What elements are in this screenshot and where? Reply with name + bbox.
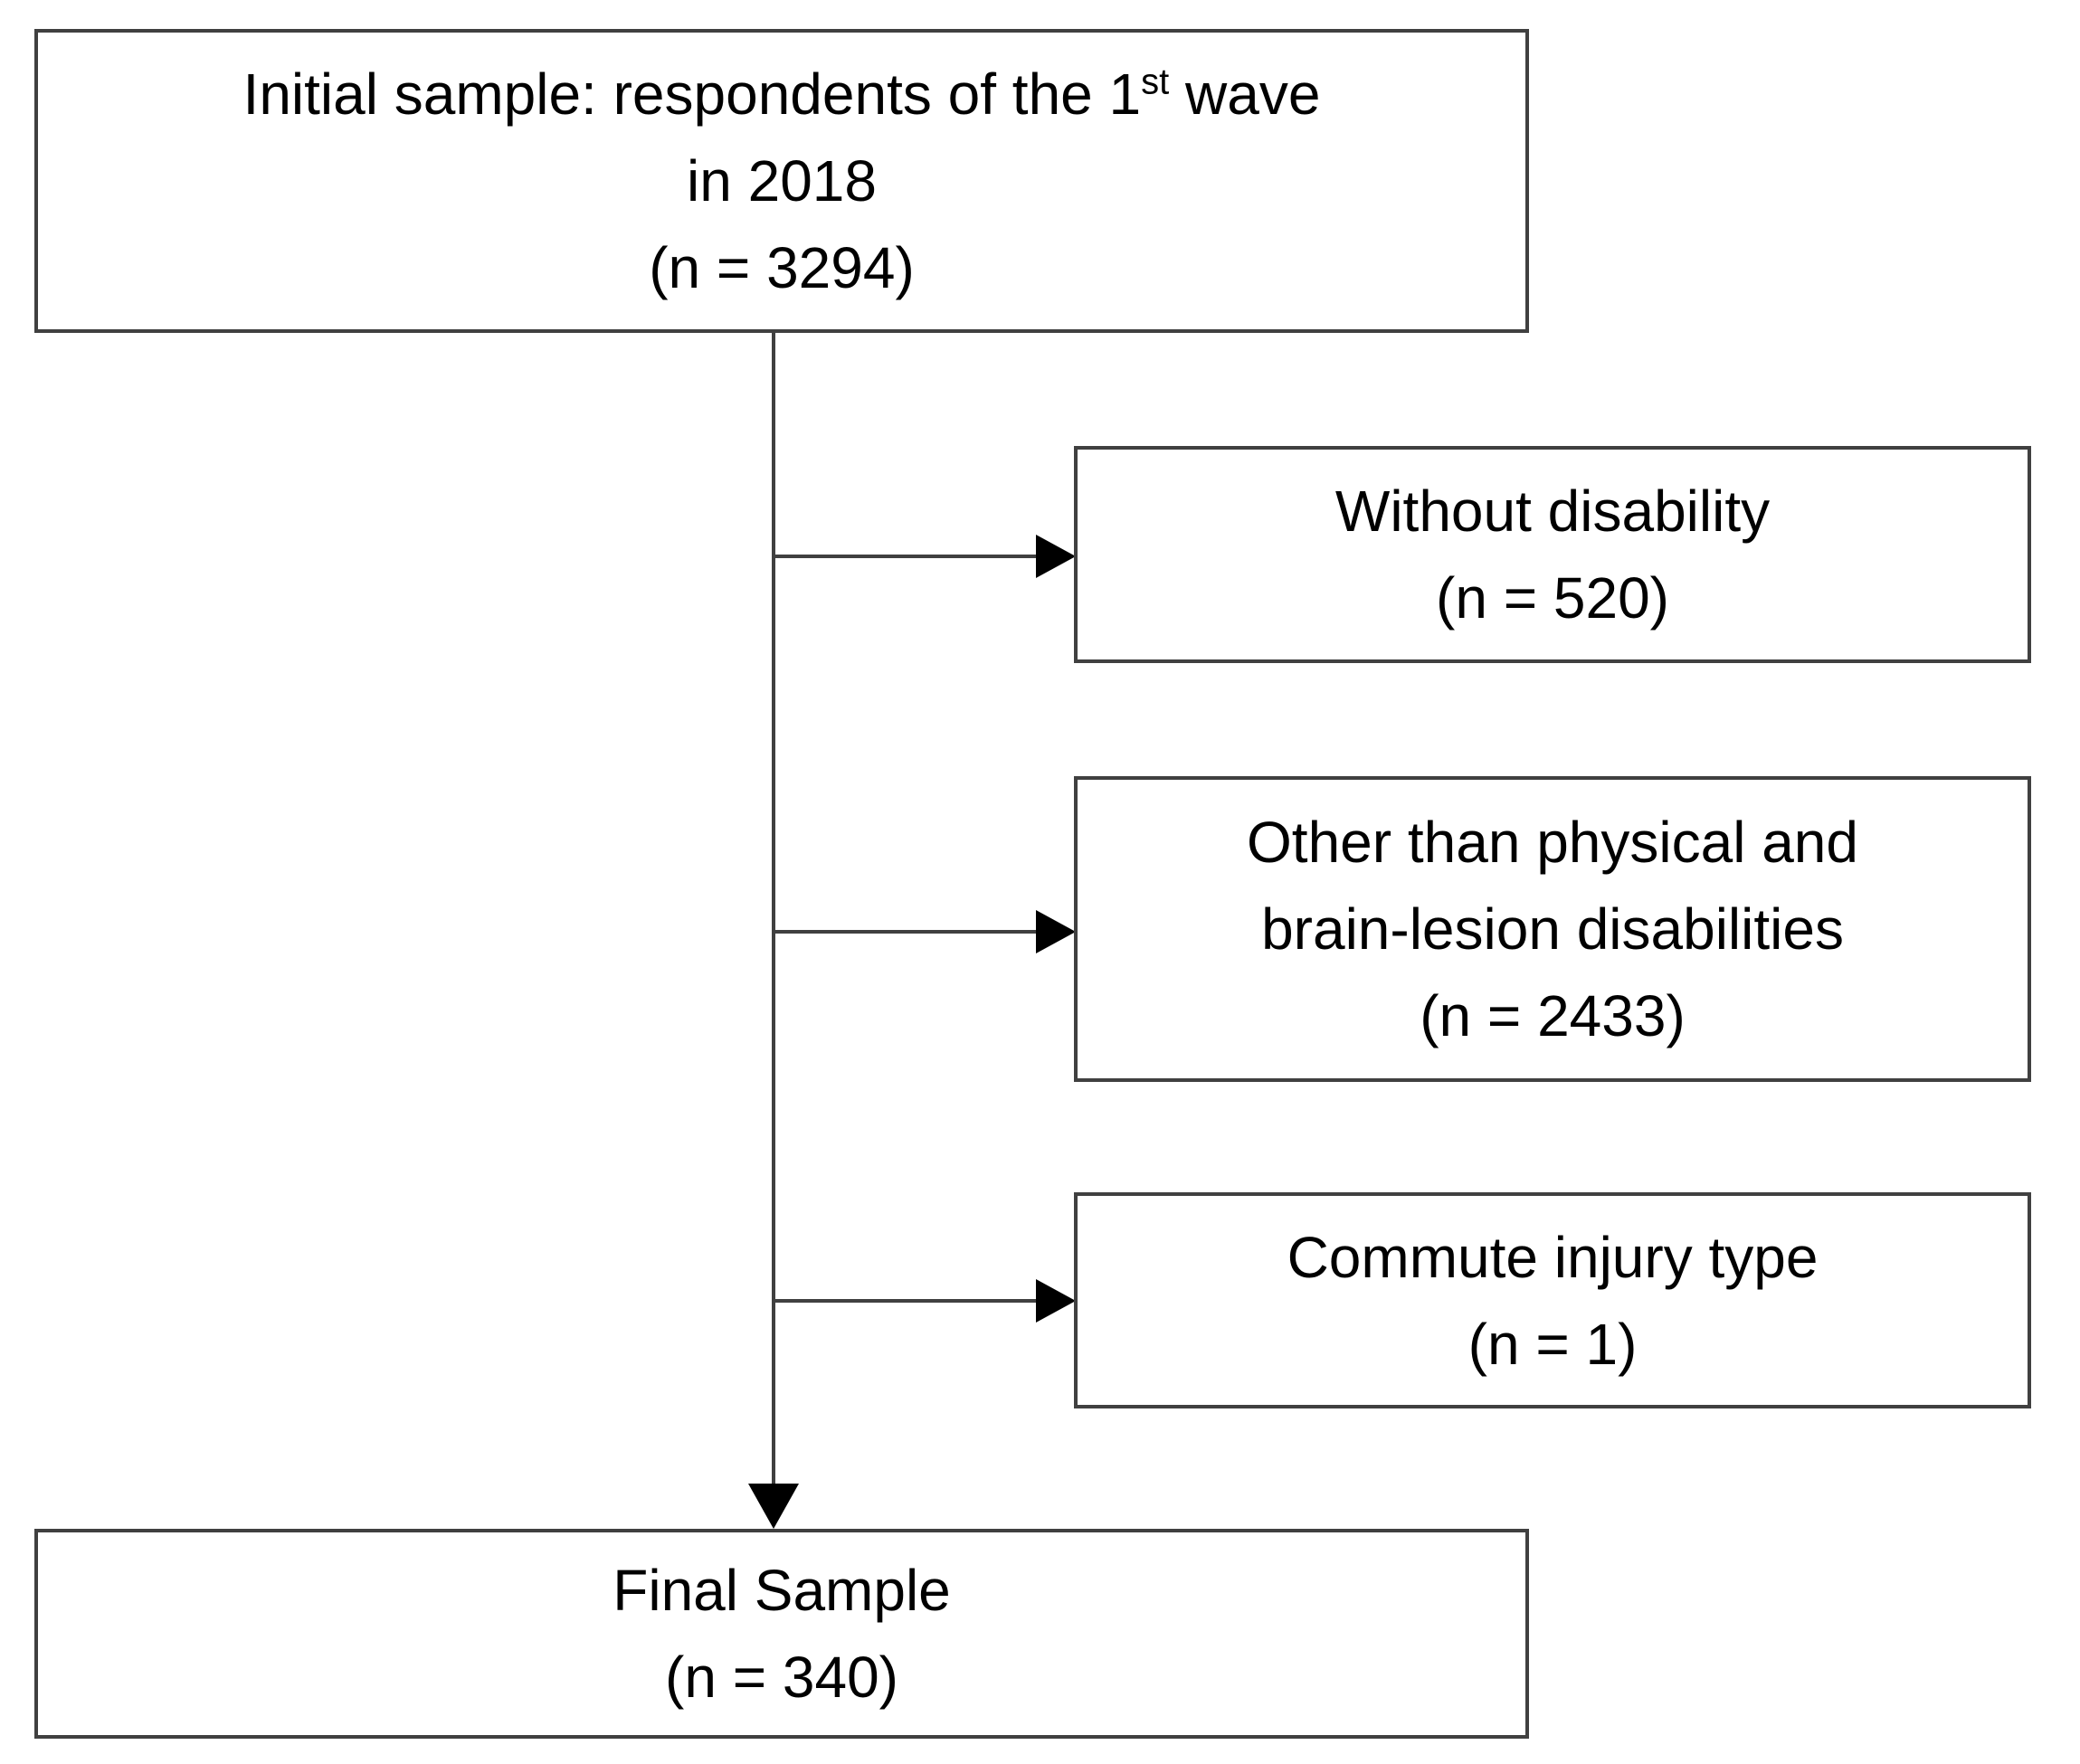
exclusion-box-other-disabilities: Other than physical and brain-lesion dis… [1074, 776, 2031, 1082]
exclusion-count: (n = 520) [1436, 565, 1669, 631]
arrowhead-right-icon-1 [1036, 535, 1076, 578]
branch-connector-line-1 [772, 555, 1040, 558]
final-sample-count: (n = 340) [665, 1645, 898, 1710]
exclusion-count: (n = 1) [1467, 1311, 1638, 1377]
exclusion-box-without-disability: Without disability (n = 520) [1074, 446, 2031, 663]
exclusion-box-commute-injury: Commute injury type (n = 1) [1074, 1192, 2031, 1408]
final-sample-box: Final Sample (n = 340) [34, 1529, 1529, 1739]
ordinal-superscript: st [1141, 62, 1170, 102]
exclusion-label: Commute injury type [1287, 1224, 1819, 1290]
exclusion-count: (n = 2433) [1420, 983, 1686, 1048]
initial-sample-title-text-cont: wave [1169, 62, 1321, 127]
exclusion-label-line1: Other than physical and [1247, 810, 1858, 875]
arrowhead-down-icon [748, 1484, 799, 1529]
main-connector-line [772, 333, 775, 1487]
initial-sample-count: (n = 3294) [649, 235, 915, 300]
initial-sample-title-text: Initial sample: respondents of the 1 [242, 62, 1142, 127]
exclusion-label: Without disability [1334, 479, 1771, 544]
arrowhead-right-icon-2 [1036, 910, 1076, 953]
branch-connector-line-2 [772, 930, 1040, 934]
initial-sample-box: Initial sample: respondents of the 1st w… [34, 29, 1529, 333]
initial-sample-title-line1: Initial sample: respondents of the 1st w… [243, 51, 1321, 138]
exclusion-label-line2: brain-lesion disabilities [1261, 896, 1844, 962]
arrowhead-right-icon-3 [1036, 1279, 1076, 1323]
final-sample-label: Final Sample [613, 1558, 951, 1623]
initial-sample-title-line2: in 2018 [687, 148, 877, 213]
branch-connector-line-3 [772, 1299, 1040, 1303]
